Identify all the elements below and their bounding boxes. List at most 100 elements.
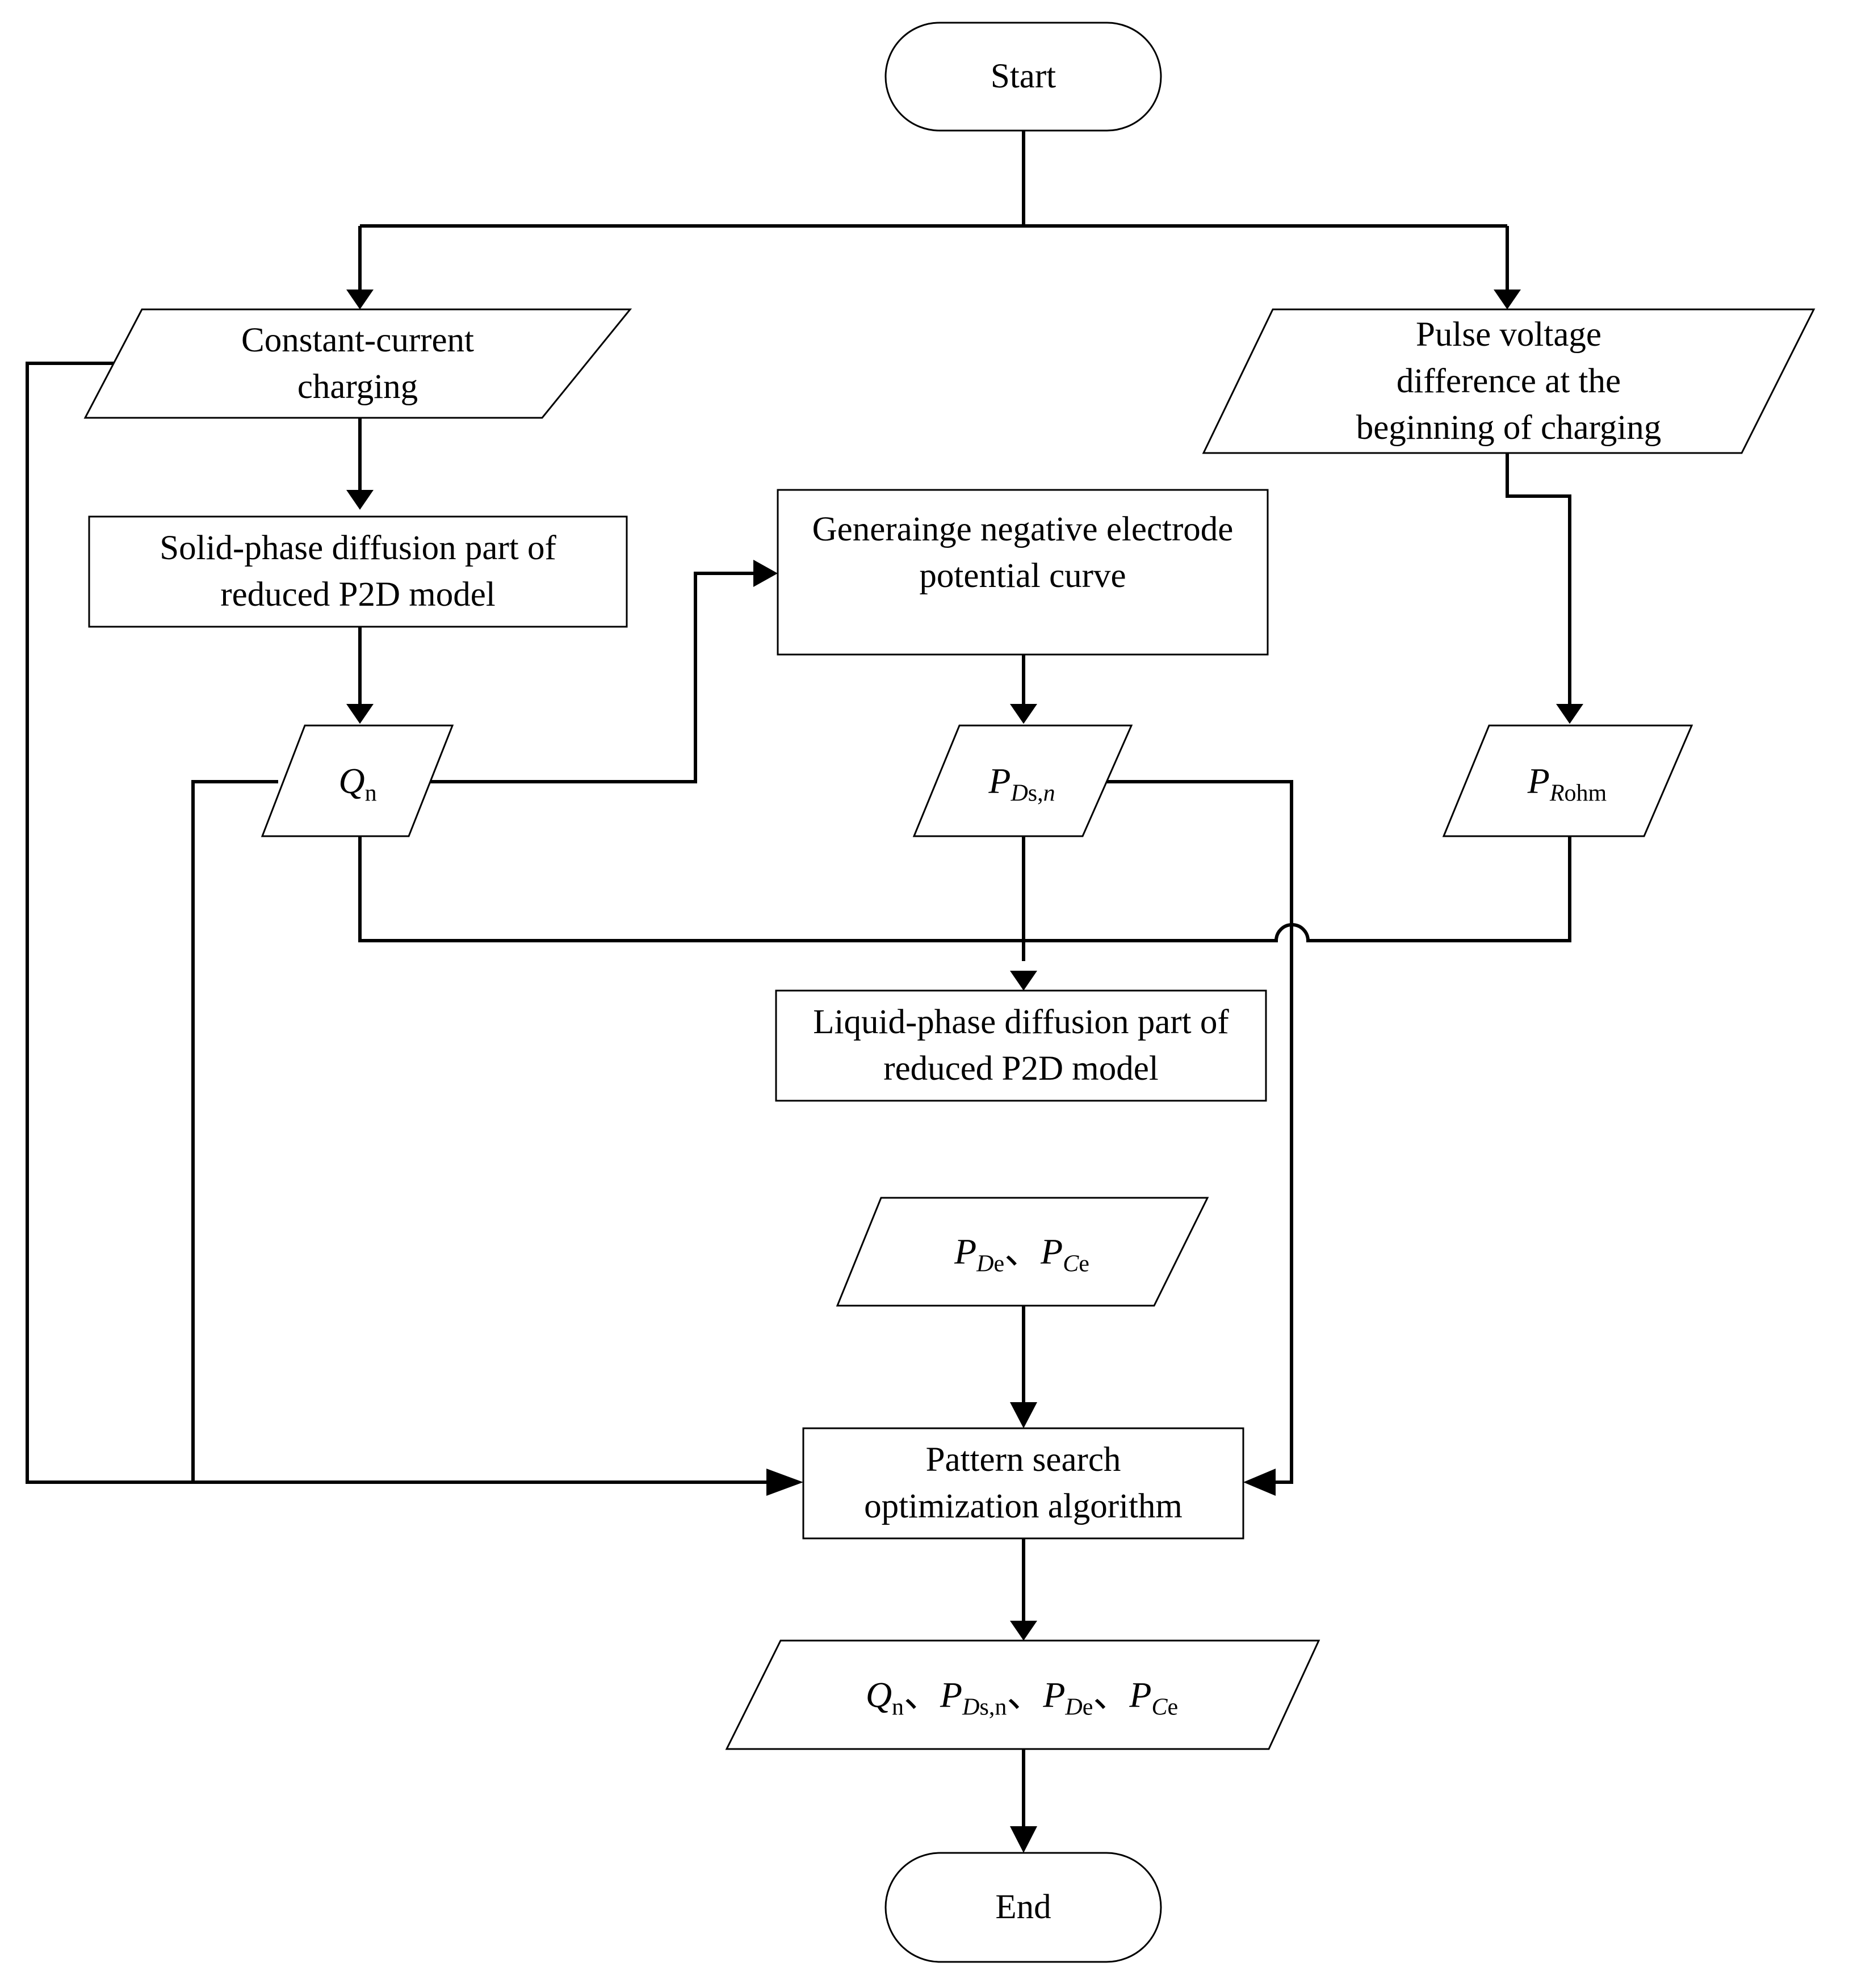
liquid-phase-label: Liquid-phase diffusion part of reduced P2… xyxy=(776,991,1266,1101)
param-subscript: De xyxy=(1065,1694,1093,1720)
solid-phase-shape xyxy=(88,515,628,628)
param-separator: 、 xyxy=(1093,1674,1130,1715)
end-label: End xyxy=(886,1853,1161,1962)
label-line: beginning of charging xyxy=(1356,408,1662,447)
param-symbol: P xyxy=(1527,760,1550,801)
param-symbol: Q xyxy=(865,1674,892,1715)
connector-cc-feedback xyxy=(26,362,766,1484)
param-separator: 、 xyxy=(904,1674,941,1715)
label-line: optimization algorithm xyxy=(864,1487,1183,1525)
param-subscript: Ds,n xyxy=(1011,780,1055,806)
subscript-part: D xyxy=(1065,1693,1083,1720)
pattern-search-shape xyxy=(802,1427,1244,1540)
label-line: Constant-current xyxy=(241,321,474,359)
label-line: Pattern search xyxy=(925,1441,1121,1479)
param-subscript: Ce xyxy=(1152,1694,1179,1720)
param-symbol: Q xyxy=(338,760,365,801)
param-symbol: P xyxy=(940,1674,963,1715)
param-symbol: P xyxy=(954,1231,977,1272)
param-symbol: P xyxy=(1041,1231,1063,1272)
label-line: reduced P2D model xyxy=(883,1050,1159,1088)
subscript-part: C xyxy=(1063,1251,1079,1277)
param-term: PCe xyxy=(1041,1231,1089,1276)
prohm-label: PRohm xyxy=(1466,725,1668,836)
arrowhead xyxy=(753,560,778,587)
subscript-part: C xyxy=(1151,1693,1168,1720)
cc-charging-shape xyxy=(83,308,632,419)
prohm-shape xyxy=(1442,724,1693,837)
neg-potential-shape xyxy=(777,489,1269,656)
arrowhead xyxy=(346,704,374,724)
connector-pulse-to-prohm xyxy=(1506,453,1571,704)
subscript-part: ohm xyxy=(1564,779,1607,806)
subscript-part: n xyxy=(892,1693,904,1720)
subscript-part: D xyxy=(976,1251,994,1277)
pde-pce-label: PDe、PCe xyxy=(860,1198,1184,1306)
subscript-part: D xyxy=(1011,779,1028,806)
subscript-part: n xyxy=(364,779,377,806)
pds-label: PDs,n xyxy=(937,725,1107,836)
subscript-part: R xyxy=(1549,779,1565,806)
subscript-part: s,n xyxy=(979,1693,1007,1720)
param-term: PDs,n xyxy=(940,1674,1007,1719)
param-expression: PDe、PCe xyxy=(954,1228,1089,1277)
arrowhead xyxy=(346,490,374,510)
connector-pds-to-pattern xyxy=(1102,780,1293,1484)
connector-collect-to-liquid xyxy=(358,836,1571,942)
result-shape xyxy=(725,1639,1320,1750)
connector-qn-to-neg-potential xyxy=(424,572,753,783)
param-subscript: De xyxy=(976,1251,1004,1277)
label-line: reduced P2D model xyxy=(220,576,496,614)
arrowhead xyxy=(346,290,374,309)
param-expression: Qn xyxy=(338,758,377,806)
arrowhead xyxy=(1010,1621,1037,1641)
param-subscript: Ce xyxy=(1063,1251,1089,1277)
subscript-part: e xyxy=(1082,1693,1093,1720)
subscript-part: e xyxy=(993,1251,1005,1277)
label-line: End xyxy=(995,1888,1051,1926)
label-line: potential curve xyxy=(919,557,1126,595)
subscript-part: e xyxy=(1079,1251,1089,1277)
label-line: charging xyxy=(297,367,418,406)
qn-label: Qn xyxy=(284,725,431,836)
liquid-phase-shape xyxy=(775,989,1267,1102)
label-line: Liquid-phase diffusion part of xyxy=(813,1003,1229,1041)
param-symbol: P xyxy=(1043,1674,1066,1715)
connectors xyxy=(26,131,1571,1826)
param-expression: Qn、PDs,n、PDe、PCe xyxy=(865,1672,1178,1719)
param-term: Qn xyxy=(865,1674,904,1719)
label-line: Pulse voltage xyxy=(1416,315,1601,354)
label-line: difference at the xyxy=(1396,362,1621,400)
cc-charging-label: Constant-current charging xyxy=(114,309,602,418)
param-term: PRohm xyxy=(1527,760,1607,805)
result-label: Qn、PDs,n、PDe、PCe xyxy=(752,1641,1292,1749)
connector-qn-feedback xyxy=(191,780,278,1482)
arrowhead xyxy=(1010,1826,1037,1853)
param-term: PDe xyxy=(1043,1674,1093,1719)
param-separator: 、 xyxy=(1007,1674,1043,1715)
subscript-part: n xyxy=(1043,779,1055,806)
arrowhead xyxy=(766,1469,803,1496)
end-terminator xyxy=(884,1852,1162,1963)
param-expression: PDs,n xyxy=(988,758,1055,806)
shapes xyxy=(83,22,1816,1963)
qn-shape xyxy=(261,724,454,837)
subscript-part: D xyxy=(962,1693,980,1720)
arrowhead xyxy=(1494,290,1521,309)
param-expression: PRohm xyxy=(1527,758,1607,805)
arrowhead xyxy=(1556,704,1583,724)
start-label: Start xyxy=(886,23,1161,131)
param-subscript: Ds,n xyxy=(962,1694,1007,1720)
start-terminator xyxy=(884,22,1162,132)
pde-pce-shape xyxy=(836,1197,1209,1307)
param-separator: 、 xyxy=(1004,1231,1041,1272)
arrowhead xyxy=(1010,704,1037,724)
subscript-part: s, xyxy=(1028,779,1043,806)
param-term: PCe xyxy=(1129,1675,1178,1719)
arrowhead xyxy=(1243,1469,1276,1496)
param-subscript: n xyxy=(892,1694,904,1720)
arrowheads xyxy=(346,290,1583,1853)
